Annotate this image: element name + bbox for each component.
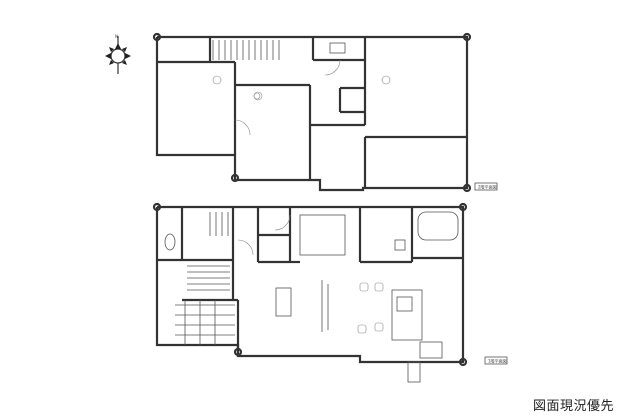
upper-floor-label: 2階平面図 — [478, 184, 497, 190]
upper-floor-plan: 2階平面図 — [152, 32, 498, 193]
caption-current-condition-priority: 図面現況優先 — [532, 399, 614, 414]
lower-floor-label: 1階平面図 — [488, 358, 507, 364]
lower-floor-plan: 1階平面図 — [152, 202, 508, 383]
north-label: N — [115, 34, 118, 39]
compass-rose-icon: N — [105, 34, 131, 74]
